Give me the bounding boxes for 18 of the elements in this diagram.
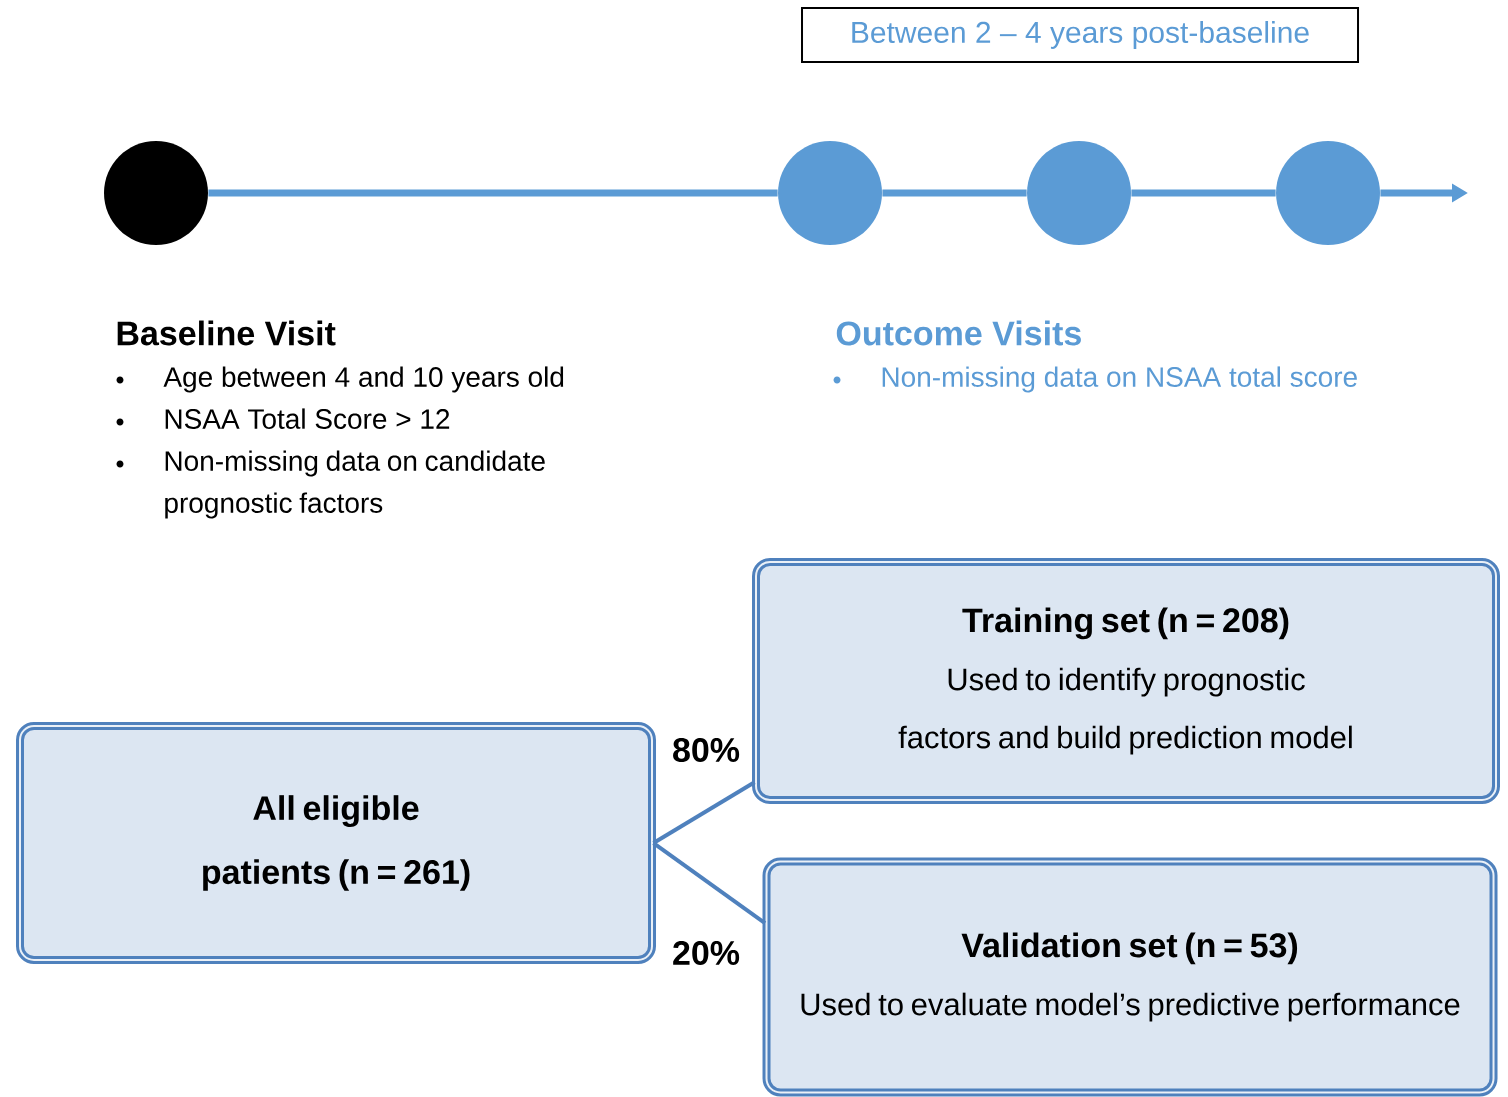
- list-item: Non-missing data on NSAA total score: [882, 366, 1357, 393]
- section-heading: Outcome Visits: [836, 320, 1081, 346]
- timepoint-circle: [1276, 141, 1380, 245]
- section-heading: Baseline Visit: [117, 320, 336, 346]
- list-item: NSAA Total Score > 12: [165, 408, 450, 429]
- period-box: Between 2 – 4 years post-baseline: [801, 7, 1359, 63]
- edge-label: 20%: [670, 939, 743, 968]
- connector-line: [652, 780, 756, 845]
- timepoint-circle: [778, 141, 882, 245]
- process-box: Validation set (n = 53) Used to evaluate model’s predictive performance: [762, 857, 1498, 1097]
- list-item: Age between 4 and 10 years old: [163, 366, 564, 393]
- timepoint-circle: [1027, 141, 1131, 245]
- connector-line: [652, 841, 767, 925]
- process-box: All eligible patients (n = 261): [16, 722, 656, 964]
- list-item: Non-missing data on candidate prognostic factors: [165, 450, 545, 519]
- edge-label: 80%: [670, 735, 743, 765]
- timepoint-circle: [104, 141, 208, 245]
- process-box: Training set (n = 208) Used to identify prognostic factors and build prediction model: [752, 558, 1500, 804]
